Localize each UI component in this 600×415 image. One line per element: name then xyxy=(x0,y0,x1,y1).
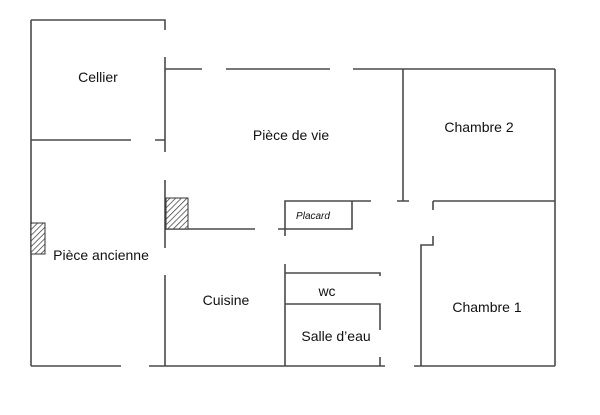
chimney-left xyxy=(30,222,46,255)
wall-wc-top xyxy=(285,272,381,276)
room-label-wc: wc xyxy=(317,283,335,299)
wall-wc-bottom xyxy=(285,303,381,330)
room-label-placard: Placard xyxy=(296,211,330,222)
room-label-piece-de-vie: Pièce de vie xyxy=(253,127,329,143)
wall-cellier-top xyxy=(31,19,166,30)
wall-chambre2-bottom xyxy=(432,200,555,210)
chimney-center xyxy=(165,197,189,230)
room-label-cuisine: Cuisine xyxy=(203,292,250,308)
walls xyxy=(30,19,556,367)
wall-hall-corner xyxy=(420,236,434,366)
room-label-piece-ancienne: Pièce ancienne xyxy=(53,247,149,263)
wall-placard xyxy=(284,200,371,236)
room-label-cellier: Cellier xyxy=(78,69,118,85)
room-label-chambre-2: Chambre 2 xyxy=(444,119,513,135)
room-label-salle-d-eau: Salle d’eau xyxy=(301,328,370,344)
wall-chambre2-left xyxy=(397,69,409,202)
room-label-chambre-1: Chambre 1 xyxy=(452,299,521,315)
